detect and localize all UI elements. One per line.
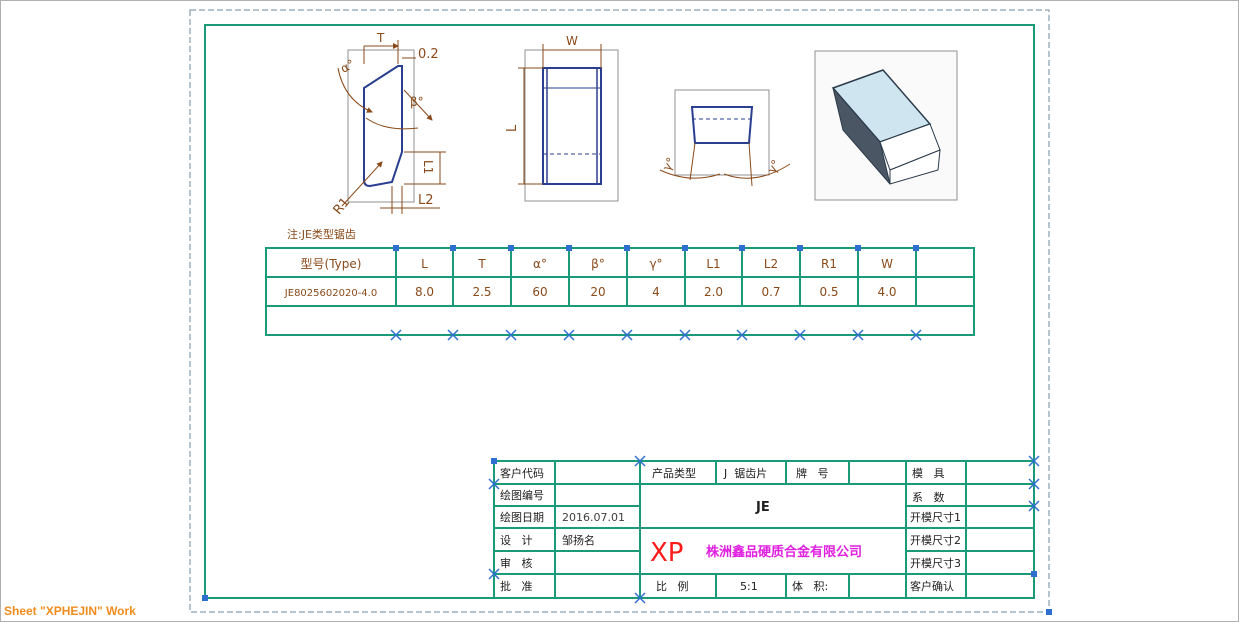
spec-header-cell: R1 xyxy=(821,257,837,271)
side-view: W L xyxy=(505,34,619,202)
tb-review-label: 审 核 xyxy=(500,556,533,570)
grip-point[interactable] xyxy=(682,245,688,251)
cross-marker[interactable] xyxy=(679,329,691,341)
tb-open-size2-label: 开模尺寸2 xyxy=(910,533,961,547)
spec-header-cell: L1 xyxy=(706,257,720,271)
tb-mold-label: 模 具 xyxy=(912,467,945,480)
tb-product-type-label: 产品类型 xyxy=(652,466,696,480)
dim-L: L xyxy=(505,124,520,132)
spec-header-cell: T xyxy=(477,257,486,271)
tb-scale-value: 5:1 xyxy=(740,580,758,593)
cross-marker[interactable] xyxy=(910,329,922,341)
cross-marker[interactable] xyxy=(488,478,500,490)
cross-marker[interactable] xyxy=(505,329,517,341)
tb-drawing-date-label: 绘图日期 xyxy=(500,510,544,524)
cross-marker[interactable] xyxy=(1028,455,1040,467)
status-bar-text: Sheet "XPHEJIN" Work xyxy=(4,604,136,618)
dim-W: W xyxy=(566,34,578,48)
grip-point[interactable] xyxy=(797,245,803,251)
tb-approve-label: 批 准 xyxy=(500,579,533,593)
grip-point[interactable] xyxy=(450,245,456,251)
cross-marker[interactable] xyxy=(390,329,402,341)
cross-marker[interactable] xyxy=(563,329,575,341)
spec-cell: 60 xyxy=(532,285,547,299)
spec-table-markers xyxy=(390,245,922,341)
dim-L1: L1 xyxy=(421,160,435,174)
spec-header-cell: β° xyxy=(591,257,605,271)
cross-marker[interactable] xyxy=(852,329,864,341)
dim-gamma-right: γ° xyxy=(765,157,784,175)
tb-customer-code-label: 客户代码 xyxy=(500,466,544,480)
end-view: γ° γ° xyxy=(660,89,791,187)
grip-point[interactable] xyxy=(739,245,745,251)
grip-point[interactable] xyxy=(913,245,919,251)
grip-point[interactable] xyxy=(393,245,399,251)
dim-alpha: α° xyxy=(338,57,357,76)
spec-header-cell: γ° xyxy=(649,257,662,271)
spec-header-cell: L2 xyxy=(764,257,778,271)
cross-marker[interactable] xyxy=(794,329,806,341)
dim-R1: R1 xyxy=(331,195,354,218)
tb-customer-confirm-label: 客户确认 xyxy=(910,579,954,593)
grip-point[interactable] xyxy=(1046,609,1052,615)
dim-T: T xyxy=(376,31,385,45)
grip-point[interactable] xyxy=(491,458,497,464)
front-view: T 0.2 α° β° L1 L2 R1 xyxy=(331,31,446,218)
tb-drawing-no-label: 绘图编号 xyxy=(500,488,544,502)
tb-product-type-value: J 锯齿片 xyxy=(723,466,767,480)
dim-beta: β° xyxy=(410,95,424,109)
tb-open-size1-label: 开模尺寸1 xyxy=(910,510,961,524)
spec-header-cell: W xyxy=(881,257,893,271)
tb-company-name: 株洲鑫品硬质合金有限公司 xyxy=(706,544,862,560)
tb-brand-label: 牌 号 xyxy=(796,466,829,480)
cross-marker[interactable] xyxy=(1028,478,1040,490)
grip-point[interactable] xyxy=(566,245,572,251)
cross-marker[interactable] xyxy=(1028,500,1040,512)
dim-L2: L2 xyxy=(418,193,434,208)
cross-marker[interactable] xyxy=(621,329,633,341)
tb-designer-name: 邹扬名 xyxy=(562,533,595,547)
spec-cell: 20 xyxy=(590,285,605,299)
title-block xyxy=(493,460,1035,599)
spec-cell: 0.7 xyxy=(761,285,780,299)
tb-company-logo: XP xyxy=(650,538,684,568)
tb-drawing-date-value: 2016.07.01 xyxy=(562,511,625,524)
spec-table xyxy=(265,247,975,336)
cross-marker[interactable] xyxy=(736,329,748,341)
grip-point[interactable] xyxy=(855,245,861,251)
cross-marker[interactable] xyxy=(634,592,646,604)
dim-gamma-left: γ° xyxy=(660,155,679,173)
grip-point[interactable] xyxy=(624,245,630,251)
tb-coef-label: 系 数 xyxy=(912,491,945,504)
cross-marker[interactable] xyxy=(634,455,646,467)
spec-cell: 2.0 xyxy=(704,285,723,299)
tb-open-size3-label: 开模尺寸3 xyxy=(910,556,961,570)
spec-cell: 4 xyxy=(652,285,660,299)
note-text: 注:JE类型锯齿 xyxy=(287,227,356,241)
sheet-outer-border xyxy=(189,9,1050,613)
title-block-markers xyxy=(202,455,1052,615)
grip-point[interactable] xyxy=(1031,571,1037,577)
spec-cell: JE8025602020-4.0 xyxy=(284,288,377,299)
spec-header-cell: α° xyxy=(533,257,547,271)
cross-marker[interactable] xyxy=(447,329,459,341)
grip-point[interactable] xyxy=(202,595,208,601)
grip-point[interactable] xyxy=(508,245,514,251)
spec-header-cell: 型号(Type) xyxy=(301,257,362,271)
spec-cell: 2.5 xyxy=(472,285,491,299)
tb-model-code: JE xyxy=(755,500,770,515)
spec-cell: 8.0 xyxy=(415,285,434,299)
spec-cell: 4.0 xyxy=(877,285,896,299)
spec-header-cell: L xyxy=(421,257,428,271)
tb-volume-label: 体 积: xyxy=(792,579,828,593)
dim-0.2: 0.2 xyxy=(418,47,439,62)
iso-view xyxy=(814,50,958,201)
tb-design-label: 设 计 xyxy=(500,534,533,547)
spec-cell: 0.5 xyxy=(819,285,838,299)
cross-marker[interactable] xyxy=(488,568,500,580)
tb-scale-label: 比 例 xyxy=(656,579,689,593)
